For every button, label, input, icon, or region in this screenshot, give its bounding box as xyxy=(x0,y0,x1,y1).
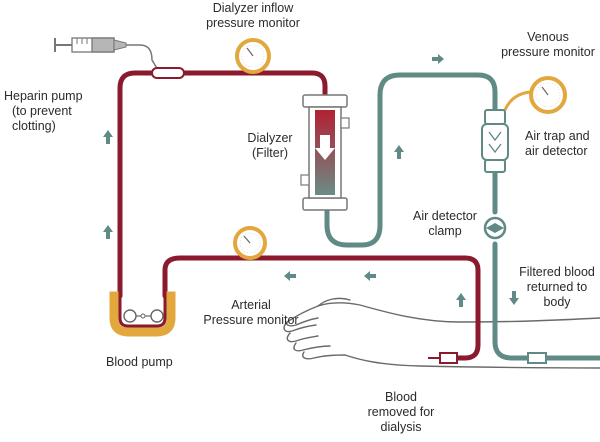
heparin-line xyxy=(126,44,159,71)
label-dialyzer: Dialyzer(Filter) xyxy=(247,131,293,160)
flow-arrow-left xyxy=(284,271,296,281)
venous-blood-line xyxy=(324,72,600,361)
flow-arrow-up xyxy=(103,130,113,144)
air-trap xyxy=(481,109,509,173)
heparin-syringe xyxy=(54,37,127,53)
flow-arrow-up xyxy=(103,225,113,239)
flow-arrow-up xyxy=(456,293,466,307)
dialyzer-filter xyxy=(300,94,350,211)
arm-illustration xyxy=(283,297,600,369)
heparin-junction xyxy=(151,67,185,79)
flow-arrow-right xyxy=(432,54,444,64)
dialyzer-inflow-gauge xyxy=(235,38,271,74)
arterial-needle xyxy=(428,352,458,364)
flow-arrow-left xyxy=(364,271,376,281)
arterial-blood-line xyxy=(117,70,481,361)
flow-arrow-up xyxy=(394,145,404,159)
label-blood-pump: Blood pump xyxy=(106,355,173,369)
air-detector-clamp xyxy=(483,216,507,240)
flow-arrow-down xyxy=(509,291,519,305)
blood-pump xyxy=(109,291,176,337)
arterial-gauge xyxy=(233,226,267,260)
venous-needle xyxy=(527,352,547,364)
venous-gauge xyxy=(503,76,567,114)
dialyzer-flow-arrow xyxy=(315,135,335,160)
